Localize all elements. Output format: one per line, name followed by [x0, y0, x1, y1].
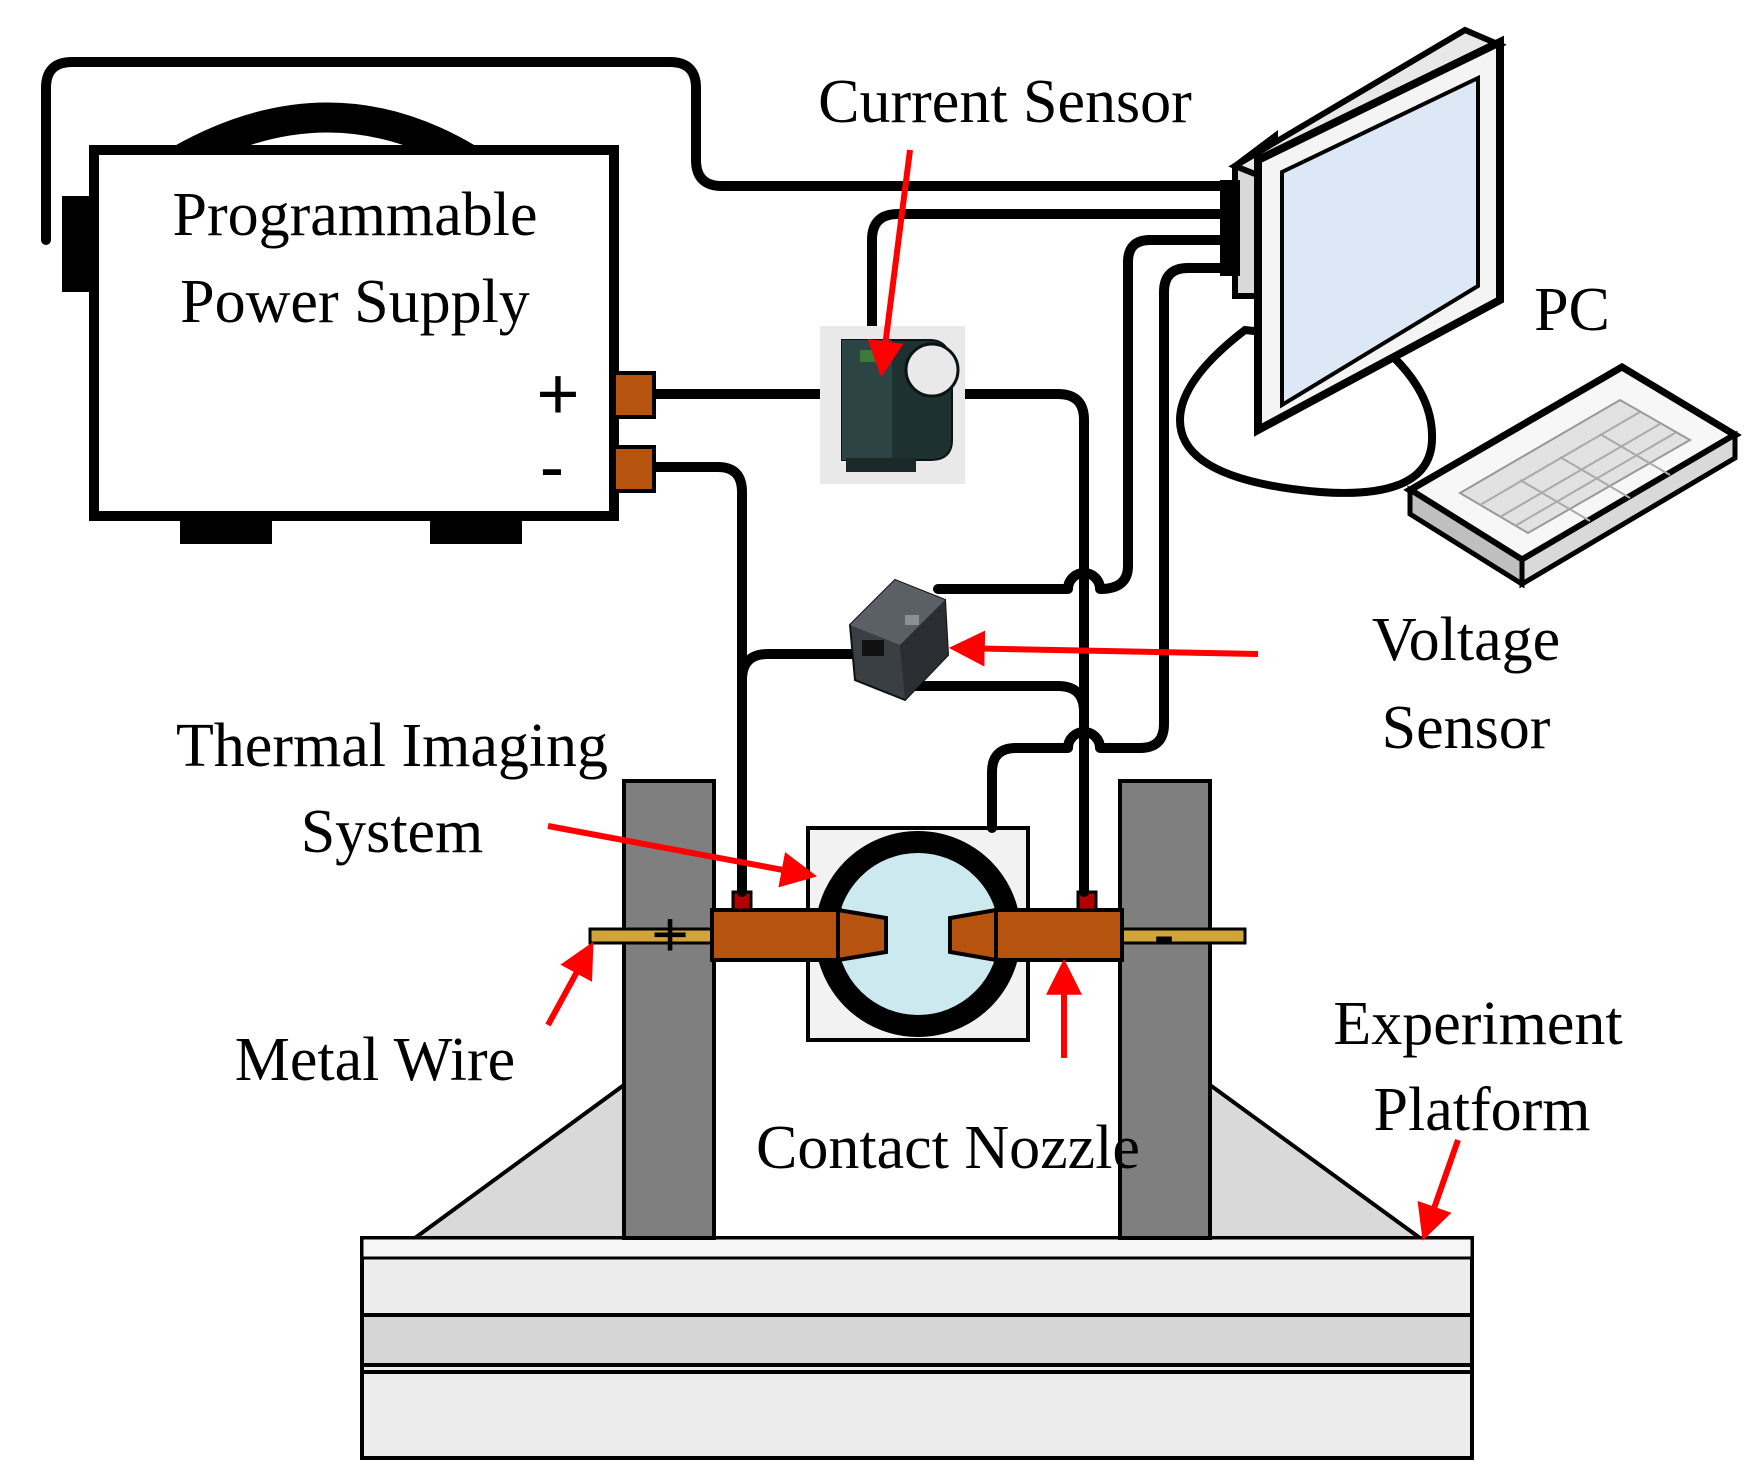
- wiring: [41, 57, 1240, 897]
- thermal-imaging-label-line1: Thermal Imaging: [176, 712, 608, 780]
- wire-minus-to-left-electrode: [649, 462, 747, 897]
- voltage-sensor-label-line1: Voltage: [1372, 606, 1560, 674]
- minus-terminal: [612, 445, 656, 493]
- wire-voltage-sensor-to-pc: [933, 235, 1240, 594]
- power-supply-plus-sign: +: [536, 352, 579, 435]
- power-supply-minus-sign: -: [540, 425, 565, 508]
- annotation-arrows: [545, 149, 1461, 1241]
- right-post: [1118, 779, 1212, 1240]
- current-sensor-aperture: [904, 342, 960, 398]
- monitor-ports: [1220, 180, 1240, 276]
- power-supply-label-line2: Power Supply: [180, 268, 530, 336]
- monitor-screen: [1280, 74, 1480, 409]
- power-supply-label-line1: Programmable: [172, 181, 537, 249]
- experiment-platform-label-line2: Platform: [1374, 1076, 1591, 1144]
- arrow-thermal-imaging: [547, 823, 818, 888]
- current-sensor-device: [820, 326, 965, 484]
- metal-wire-label: Metal Wire: [235, 1026, 515, 1094]
- arrow-current-sensor: [867, 149, 913, 378]
- left-electrode: [710, 908, 842, 962]
- thermal-imaging-label-line2: System: [301, 798, 484, 866]
- plus-terminal: [612, 371, 656, 419]
- contact-nozzle: [710, 890, 1124, 963]
- arrow-metal-wire: [545, 941, 594, 1027]
- experiment-platform: [360, 1081, 1474, 1460]
- wire-current-sensor-to-right-electrode: [960, 389, 1089, 897]
- current-sensor-label: Current Sensor: [818, 68, 1192, 136]
- pc: [1175, 26, 1742, 589]
- experiment-platform-label-line1: Experiment: [1333, 990, 1622, 1058]
- left-nozzle-tip: [836, 907, 888, 963]
- right-post-minus-sign: -: [1153, 898, 1174, 970]
- right-nozzle-tip: [948, 907, 998, 963]
- power-supply: [62, 102, 656, 544]
- right-electrode: [994, 908, 1124, 962]
- pc-label: PC: [1534, 276, 1610, 344]
- wire-supply-to-pc: [41, 57, 1240, 245]
- power-supply-handle: [172, 102, 478, 174]
- wire-thermal-to-pc: [987, 263, 1240, 833]
- wire-voltage-sensor-left-lead: [737, 649, 875, 685]
- arrow-voltage-sensor: [948, 630, 1259, 667]
- power-supply-body: [89, 145, 619, 521]
- platform-slot: [360, 1313, 1474, 1367]
- voltage-sensor-device: [848, 578, 950, 702]
- wire-voltage-sensor-right-lead: [900, 681, 1089, 717]
- platform-left-brace: [408, 1081, 626, 1240]
- contact-nozzle-label: Contact Nozzle: [756, 1114, 1140, 1182]
- left-post-plus-sign: +: [651, 898, 688, 970]
- arrow-experiment-platform: [1417, 1139, 1461, 1241]
- platform-rail: [360, 1236, 1474, 1260]
- voltage-sensor-label-line2: Sensor: [1382, 694, 1551, 762]
- wire-current-sensor-to-pc: [867, 209, 1240, 335]
